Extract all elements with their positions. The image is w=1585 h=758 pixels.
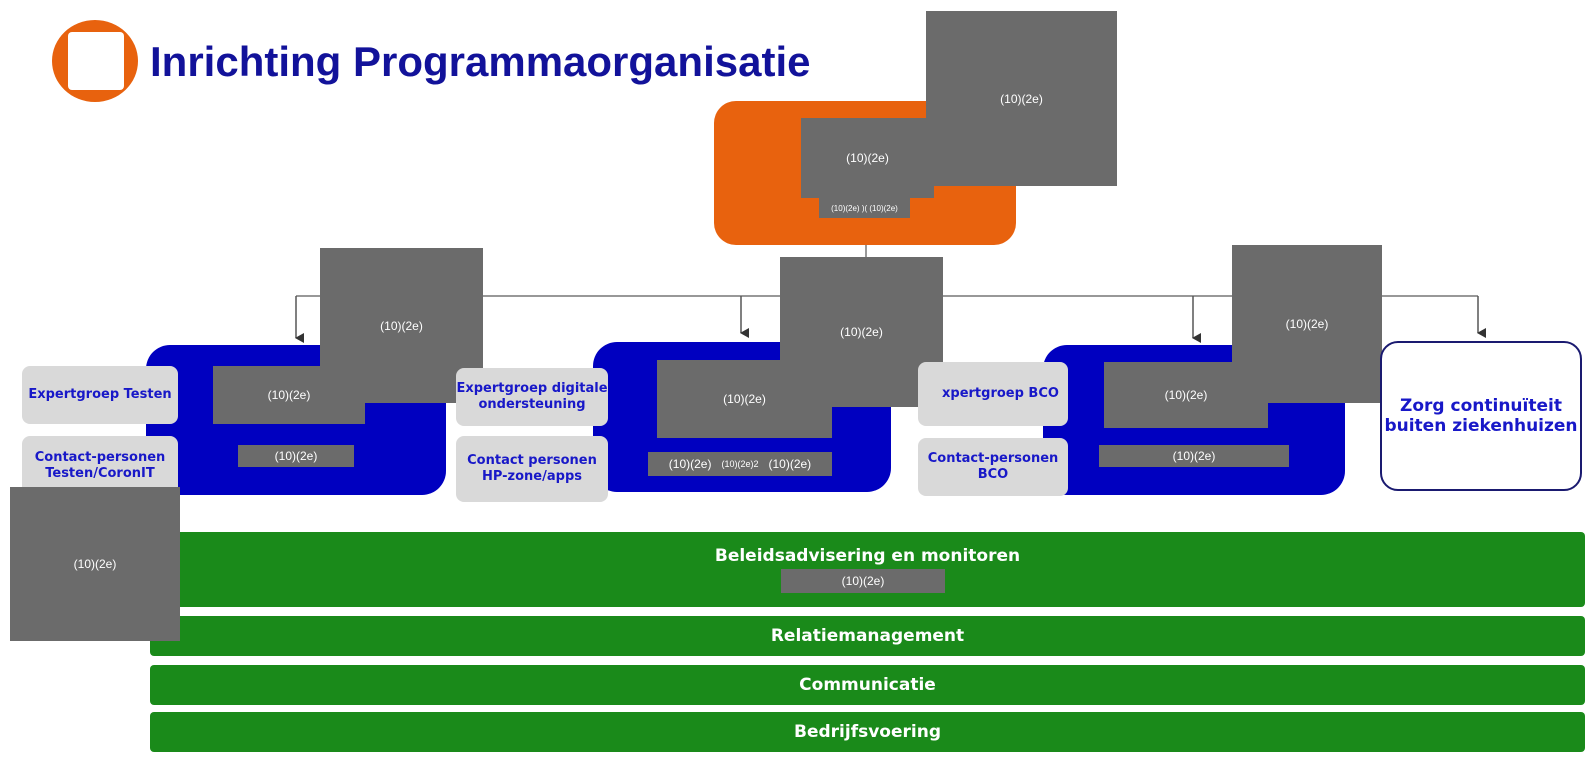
redaction-text: (10)(2e) bbox=[768, 457, 812, 471]
redaction-text: (10)(2e)2 bbox=[721, 459, 759, 469]
redaction-left-support: (10)(2e) bbox=[10, 487, 180, 641]
contactpersonen-bco-label: Contact-personen BCO bbox=[918, 438, 1068, 496]
redaction-text: (10)(2e) bbox=[668, 457, 712, 471]
redaction-text: (10)(2e) bbox=[73, 557, 117, 571]
redaction-beleid: (10)(2e) bbox=[781, 569, 945, 593]
redaction-text: (10)(2e) bbox=[869, 203, 898, 213]
expertgroep-bco-label: xpertgroep BCO bbox=[918, 362, 1068, 426]
redaction-top-small: (10)(2e) )( (10)(2e) bbox=[819, 198, 910, 218]
bar-relatiemanagement: Relatiemanagement bbox=[150, 616, 1585, 656]
redaction-text: (10)(2e) bbox=[1285, 317, 1329, 331]
redaction-bco-strip: (10)(2e) bbox=[1099, 445, 1289, 467]
expertgroep-digitaal-label: Expertgroep digitale ondersteuning bbox=[456, 368, 608, 426]
bar-beleidsadvisering: Beleidsadvisering en monitoren bbox=[150, 532, 1585, 607]
redaction-text: (10)(2e) bbox=[274, 449, 318, 463]
redaction-text: (10)(2e) bbox=[380, 318, 423, 333]
zorg-continuiteit-box: Zorg continuïteit buiten ziekenhuizen bbox=[1380, 341, 1582, 491]
redaction-text: (10)(2e) bbox=[723, 392, 766, 406]
redaction-text: (10)(2e) bbox=[1172, 449, 1216, 463]
redaction-top-center: (10)(2e) bbox=[801, 118, 934, 198]
redaction-text: (10)(2e) bbox=[846, 151, 889, 165]
redaction-digitaal-member: (10)(2e) bbox=[657, 360, 832, 438]
redaction-text: (10)(2e) bbox=[1000, 91, 1043, 106]
expertgroep-testen-label: Expertgroep Testen bbox=[22, 366, 178, 424]
redaction-text: (10)(2e) )( bbox=[831, 203, 868, 213]
redaction-bco-member: (10)(2e) bbox=[1104, 362, 1268, 428]
bar-beleidsadvisering-label: Beleidsadvisering en monitoren bbox=[714, 546, 1021, 566]
logo-square bbox=[68, 32, 124, 90]
bar-communicatie: Communicatie bbox=[150, 665, 1585, 705]
bar-bedrijfsvoering: Bedrijfsvoering bbox=[150, 712, 1585, 752]
redaction-testen-member: (10)(2e) bbox=[213, 366, 365, 424]
redaction-top-right: (10)(2e) bbox=[926, 11, 1117, 186]
redaction-testen-strip: (10)(2e) bbox=[238, 445, 354, 467]
redaction-text: (10)(2e) bbox=[841, 574, 885, 588]
redaction-text: (10)(2e) bbox=[1164, 388, 1208, 402]
redaction-text: (10)(2e) bbox=[267, 388, 311, 402]
redaction-digitaal-strip: (10)(2e) (10)(2e)2 (10)(2e) bbox=[648, 452, 832, 476]
redaction-text: (10)(2e) bbox=[840, 325, 883, 339]
page-title: Inrichting Programmaorganisatie bbox=[150, 38, 811, 85]
contactpersonen-testen-label: Contact-personen Testen/CoronIT bbox=[22, 436, 178, 496]
contactpersonen-digitaal-label: Contact personen HP-zone/apps bbox=[456, 436, 608, 502]
